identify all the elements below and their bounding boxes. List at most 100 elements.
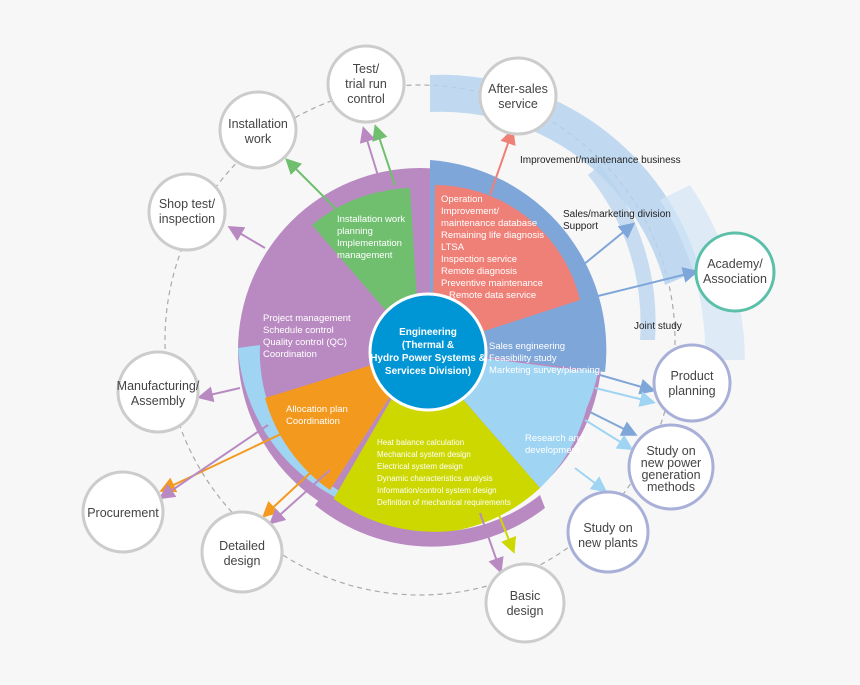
node-study-power-line: Study on	[646, 444, 695, 458]
installation-line: Installation work	[337, 214, 405, 225]
node-academy-circle	[694, 231, 776, 313]
node-manufacturing-circle	[116, 350, 200, 434]
node-installation[interactable]: Installation work	[218, 90, 298, 170]
center-circle	[368, 292, 488, 412]
node-after-sales-line: After-sales	[488, 82, 548, 96]
node-basic-design-circle	[484, 562, 566, 644]
service-band	[430, 74, 700, 285]
node-study-plants[interactable]: Study on new plants	[566, 490, 650, 574]
node-study-power[interactable]: Study on new power generation methods	[627, 423, 715, 511]
node-test-run-line: control	[347, 92, 385, 106]
design-line: Heat balance calculation	[377, 438, 464, 447]
node-installation-circle	[218, 90, 298, 170]
dashed-orbit	[164, 84, 676, 596]
arrow-to-detailed-purple	[269, 469, 331, 525]
service-line: Remote diagnosis	[441, 266, 517, 277]
node-installation-line: Installation	[228, 117, 288, 131]
support-label: Support	[563, 221, 598, 232]
node-procurement-circle	[81, 470, 165, 554]
node-procurement[interactable]: Procurement	[81, 470, 165, 554]
arrow-to-shop-test	[227, 225, 266, 249]
service-line: Inspection service	[441, 254, 517, 265]
arrow-to-product-planning-light	[594, 387, 656, 407]
node-academy[interactable]: Academy/ Association	[694, 231, 776, 313]
node-test-run-line: Test/	[353, 62, 380, 76]
node-detailed-design-circle	[200, 510, 284, 594]
arrow-to-test-run	[372, 124, 396, 186]
arrow-to-test-run-purple	[359, 126, 384, 193]
design-line: Information/control system design	[377, 486, 497, 495]
node-test-run[interactable]: Test/ trial run control	[326, 44, 406, 124]
project-line: Quality control (QC)	[263, 337, 347, 348]
project-text: Project management Schedule control Qual…	[263, 313, 351, 360]
node-test-run-circle	[326, 44, 406, 124]
service-line: maintenance database	[441, 218, 537, 229]
node-shop-test-circle	[147, 172, 227, 252]
design-line: Electrical system design	[377, 462, 463, 471]
arrow-to-power-study	[589, 411, 638, 436]
arrow-to-academy	[597, 267, 699, 297]
node-basic-design-line: Basic	[510, 589, 541, 603]
segment-service	[432, 185, 580, 348]
arrow-to-installation	[285, 158, 338, 211]
joint-study-label: Joint study	[634, 321, 682, 332]
allocation-line: Coordination	[286, 416, 340, 427]
installation-line: management	[337, 250, 393, 261]
project-line: Project management	[263, 313, 351, 324]
sales-line: Feasibility study	[489, 353, 557, 364]
research-text: Research and development	[525, 433, 584, 456]
node-product-planning-line: Product	[670, 369, 714, 383]
sales-line: Sales engineering	[489, 341, 565, 352]
design-line: Dynamic characteristics analysis	[377, 474, 493, 483]
node-shop-test[interactable]: Shop test/ inspection	[147, 172, 227, 252]
node-study-power-line: methods	[647, 480, 695, 494]
center-text: Engineering (Thermal & Hydro Power Syste…	[370, 327, 486, 377]
arrow-to-sales-support	[582, 222, 636, 266]
design-text: Heat balance calculation Mechanical syst…	[377, 438, 511, 507]
research-line: development	[525, 445, 580, 456]
arrow-to-new-plants	[574, 467, 608, 493]
arrow-to-product-planning	[599, 374, 656, 395]
arrow-to-procurement-orange	[159, 432, 284, 493]
arrow-to-after-sales	[489, 128, 516, 196]
node-academy-line: Academy/	[707, 257, 763, 271]
arrow-to-power-study-light	[584, 419, 634, 451]
node-detailed-design-line: Detailed	[219, 539, 265, 553]
node-study-power-circle	[627, 423, 715, 511]
node-basic-design[interactable]: Basic design	[484, 562, 566, 644]
node-detailed-design-line: design	[224, 554, 261, 568]
arrow-to-manufacturing	[197, 386, 241, 403]
node-academy-line: Association	[703, 272, 767, 286]
node-after-sales[interactable]: After-sales service	[478, 56, 558, 136]
node-manufacturing[interactable]: Manufacturing/ Assembly	[116, 350, 200, 434]
installation-text: Installation work planning Implementatio…	[337, 214, 405, 261]
design-line: Definition of mechanical requirements	[377, 498, 511, 507]
project-line: Coordination	[263, 349, 317, 360]
node-detailed-design[interactable]: Detailed design	[200, 510, 284, 594]
node-manufacturing-line: Manufacturing/	[117, 379, 200, 393]
node-after-sales-line: service	[498, 97, 538, 111]
arrows	[158, 124, 699, 574]
arrow-to-basic-purple	[479, 512, 504, 574]
service-line: Operation	[441, 194, 483, 205]
project-line: Schedule control	[263, 325, 334, 336]
node-study-plants-line: Study on	[583, 521, 632, 535]
segment-design	[330, 350, 540, 534]
service-line: Improvement/	[441, 206, 499, 217]
sales-marketing-label: Sales/marketing division	[563, 209, 671, 220]
pie	[238, 160, 607, 547]
node-manufacturing-line: Assembly	[131, 394, 186, 408]
improvement-business-label: Improvement/maintenance business	[520, 155, 681, 166]
installation-line: planning	[337, 226, 373, 237]
arrow-to-detailed-orange	[262, 461, 323, 518]
center-line-2: (Thermal &	[402, 340, 454, 351]
service-line: LTSA	[441, 242, 465, 253]
center-line-1: Engineering	[399, 327, 457, 338]
node-shop-test-line: Shop test/	[159, 197, 216, 211]
service-text: Operation Improvement/ maintenance datab…	[441, 194, 544, 301]
node-shop-test-line: inspection	[159, 212, 215, 226]
sales-band	[588, 165, 656, 340]
node-product-planning[interactable]: Product planning	[652, 343, 732, 423]
node-test-run-line: trial run	[345, 77, 387, 91]
